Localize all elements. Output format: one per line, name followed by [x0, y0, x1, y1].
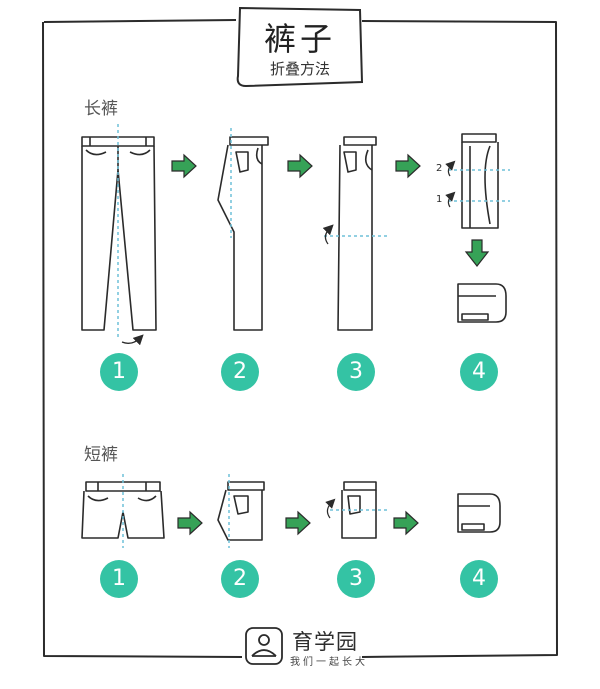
short-step-arrows: [177, 510, 419, 536]
step-badge-long-3: 3: [337, 353, 375, 391]
page-frame: [42, 19, 558, 658]
step-badge-long-4: 4: [460, 353, 498, 391]
next-arrow: [287, 153, 313, 179]
section-label-long-pants: 长裤: [84, 99, 118, 119]
brand-name: 育学园: [292, 630, 358, 654]
brand-slogan: 我们一起长大: [290, 657, 368, 668]
fold-direction-arrow: [325, 498, 336, 519]
baby-face-icon: [245, 627, 283, 665]
fold-direction-arrow: [121, 334, 144, 346]
step-badge-long-2: 2: [221, 353, 259, 391]
long-pants-step3-drawing: [337, 136, 377, 331]
down-arrow: [464, 239, 490, 267]
next-arrow: [395, 153, 421, 179]
fold-mark-label: 2: [436, 163, 443, 174]
next-arrow: [393, 510, 419, 536]
title-box: [236, 6, 364, 88]
long-pants-folded-result: [457, 283, 507, 323]
long-pants-step1-drawing: [81, 136, 157, 331]
shorts-folded-result: [457, 493, 501, 533]
long-step-arrows: [171, 153, 490, 267]
step-badge-long-1: 1: [100, 353, 138, 391]
page-subtitle: 折叠方法: [269, 60, 330, 78]
fold-mark-label: 1: [436, 194, 443, 205]
step-badge-short-1: 1: [100, 560, 138, 598]
step-badge-short-4: 4: [460, 560, 498, 598]
long-pants-step2-drawing: [217, 136, 269, 331]
step-badge-short-3: 3: [337, 560, 375, 598]
next-arrow: [177, 510, 203, 536]
fold-direction-arrow: [445, 191, 456, 208]
page-title: 裤子: [263, 20, 336, 58]
next-arrow: [171, 153, 197, 179]
shorts-step3-drawing: [341, 481, 377, 539]
next-arrow: [285, 510, 311, 536]
section-label-shorts: 短裤: [84, 445, 118, 465]
step-badge-short-2: 2: [221, 560, 259, 598]
fold-direction-arrow: [322, 224, 334, 245]
long-pants-step4-drawing: [461, 133, 499, 229]
shorts-step2-drawing: [217, 481, 265, 541]
fold-direction-arrow: [445, 160, 456, 177]
